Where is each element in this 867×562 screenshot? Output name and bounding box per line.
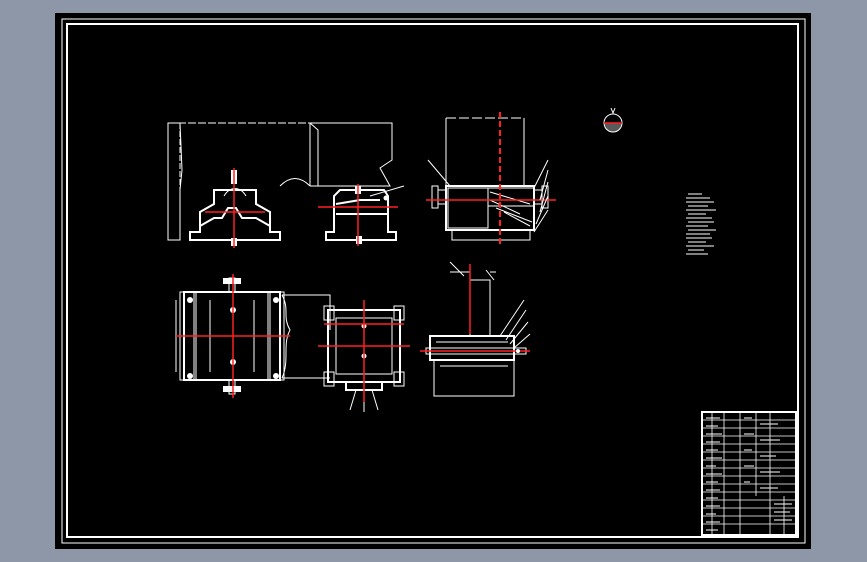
drawing-sheet: [55, 13, 811, 549]
front-section-view: [167, 122, 311, 248]
outer-border: [61, 18, 806, 544]
title-block: [701, 411, 797, 536]
roughness-symbol: [603, 107, 623, 133]
side-section-view: [309, 122, 405, 246]
drawing-canvas: [61, 18, 806, 544]
top-plan-view: [175, 274, 331, 398]
inner-border: [66, 23, 799, 538]
clamp-section-view: [420, 261, 531, 397]
bottom-middle-view: [318, 300, 410, 412]
technical-requirements: [686, 193, 716, 255]
end-view-right: [426, 112, 556, 244]
